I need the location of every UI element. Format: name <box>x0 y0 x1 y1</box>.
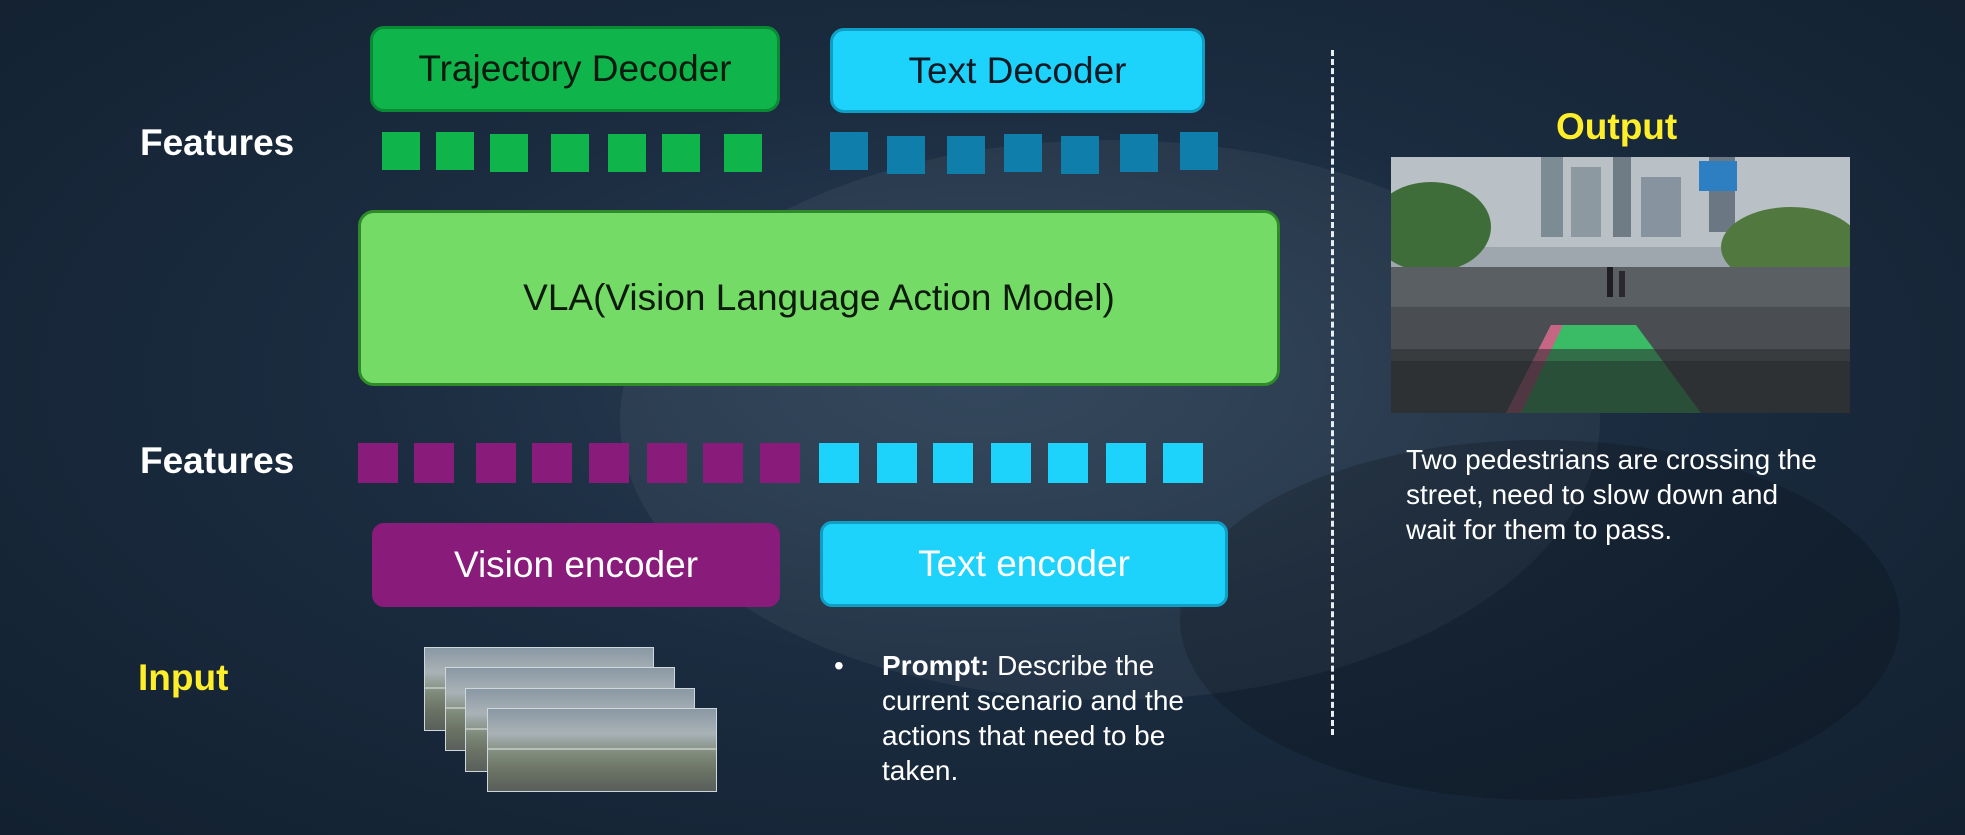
cyan-token <box>819 443 859 483</box>
blue-token <box>1061 136 1099 174</box>
cyan-token <box>1106 443 1146 483</box>
purple-token <box>358 443 398 483</box>
green-token <box>724 134 762 172</box>
features-bottom-label: Features <box>140 440 295 481</box>
cyan-token <box>1163 443 1203 483</box>
vision-encoder-box: Vision encoder <box>372 523 780 607</box>
green-token <box>662 134 700 172</box>
vla-model-label: VLA(Vision Language Action Model) <box>523 277 1115 318</box>
trajectory-decoder-label: Trajectory Decoder <box>418 48 732 89</box>
blue-token <box>1180 132 1218 170</box>
green-token <box>490 134 528 172</box>
purple-token <box>647 443 687 483</box>
trajectory-decoder-box: Trajectory Decoder <box>370 26 780 112</box>
output-driving-image <box>1391 157 1850 413</box>
cyan-token <box>991 443 1031 483</box>
green-token <box>608 134 646 172</box>
camera-frame <box>487 708 717 792</box>
driving-scene-graphic <box>1391 157 1850 413</box>
cyan-token <box>1048 443 1088 483</box>
vla-model-box: VLA(Vision Language Action Model) <box>358 210 1280 386</box>
input-label: Input <box>138 657 229 698</box>
prompt-block: • Prompt: Describe the current scenario … <box>830 648 1230 788</box>
blue-token <box>1120 134 1158 172</box>
green-token <box>551 134 589 172</box>
cyan-token <box>877 443 917 483</box>
blue-token <box>1004 134 1042 172</box>
output-label: Output <box>1556 106 1678 147</box>
blue-token <box>887 136 925 174</box>
output-description: Two pedestrians are crossing the street,… <box>1406 444 1817 545</box>
vision-encoder-label: Vision encoder <box>453 544 699 585</box>
purple-token <box>703 443 743 483</box>
text-decoder-label: Text Decoder <box>908 49 1127 91</box>
blue-token <box>830 132 868 170</box>
prompt-text: Describe the current scenario and the ac… <box>882 650 1184 786</box>
purple-token <box>589 443 629 483</box>
prompt-bullet: • <box>834 650 844 681</box>
green-token <box>436 132 474 170</box>
text-encoder-box: Text encoder <box>820 521 1228 607</box>
features-top-label: Features <box>140 122 295 163</box>
text-decoder-box: Text Decoder <box>830 28 1205 113</box>
purple-token <box>414 443 454 483</box>
purple-token <box>760 443 800 483</box>
prompt-label: Prompt: <box>882 650 990 681</box>
purple-token <box>476 443 516 483</box>
section-divider <box>1331 50 1334 735</box>
cyan-token <box>933 443 973 483</box>
green-token <box>382 132 420 170</box>
background-shadow-shape <box>1180 440 1900 800</box>
blue-token <box>947 136 985 174</box>
text-encoder-label: Text encoder <box>918 543 1130 584</box>
purple-token <box>532 443 572 483</box>
